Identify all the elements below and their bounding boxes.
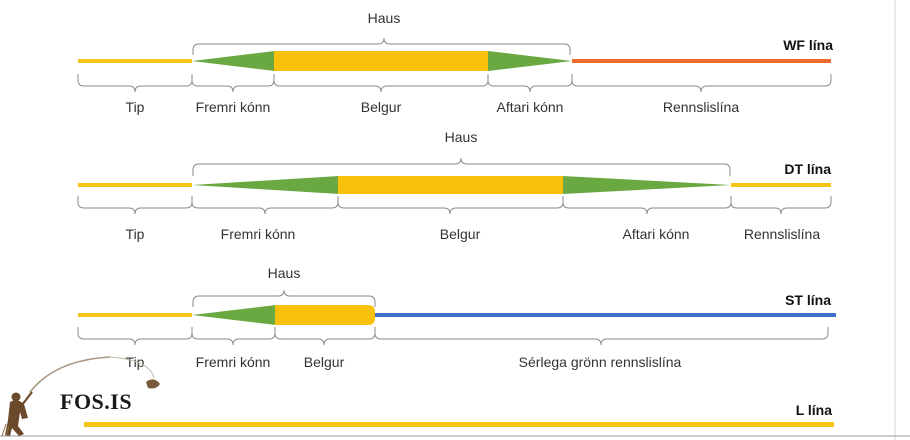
- st-line-group: Haus ST lína Tip Fremri kónn Belgur Sérl…: [77, 265, 836, 370]
- dt-rear-taper-label: Aftari kónn: [623, 226, 690, 242]
- st-running-line: [375, 313, 836, 317]
- l-line-group: L lína: [84, 402, 834, 427]
- st-front-taper: [192, 305, 276, 325]
- st-tip-segment: [78, 313, 192, 317]
- wf-front-taper: [192, 51, 275, 71]
- wf-belly-label: Belgur: [361, 99, 402, 115]
- dt-tip-label: Tip: [126, 226, 145, 242]
- fos-logo: FOS.IS: [1, 356, 160, 437]
- wf-running-line: [572, 59, 831, 63]
- dt-belly-brace: [337, 196, 564, 215]
- dt-tip-brace: [77, 196, 193, 215]
- wf-running-label: Rennslislína: [663, 99, 739, 115]
- fos-logo-text: FOS.IS: [60, 389, 132, 414]
- st-belly-segment: [275, 305, 375, 325]
- l-line-title: L lína: [796, 402, 833, 418]
- st-head-brace: [192, 289, 376, 307]
- dt-running-line: [731, 183, 831, 187]
- dt-belly-segment: [338, 176, 563, 194]
- l-line-segment: [84, 422, 834, 427]
- wf-front-taper-label: Fremri kónn: [196, 99, 271, 115]
- dt-belly-label: Belgur: [440, 226, 481, 242]
- wf-rear-taper-brace: [487, 74, 573, 93]
- wf-line-title: WF lína: [783, 37, 833, 53]
- dt-rear-taper-brace: [562, 196, 732, 215]
- st-tip-brace: [77, 327, 193, 346]
- dt-line-group: Haus DT lína Tip Fremri kónn Belgur Afta…: [77, 129, 832, 242]
- dt-front-taper-brace: [191, 196, 339, 215]
- dt-front-taper-label: Fremri kónn: [221, 226, 296, 242]
- wf-head-brace: [192, 37, 571, 55]
- st-front-taper-label: Fremri kónn: [196, 354, 271, 370]
- wf-head-label: Haus: [368, 10, 401, 26]
- dt-line-title: DT lína: [784, 161, 831, 177]
- dt-running-brace: [730, 196, 832, 215]
- dt-running-label: Rennslislína: [744, 226, 820, 242]
- st-running-label: Sérlega grönn rennslislína: [519, 354, 682, 370]
- wf-running-brace: [571, 74, 832, 93]
- wf-rear-taper: [488, 51, 572, 71]
- wf-belly-brace: [273, 74, 489, 93]
- st-belly-brace: [274, 327, 376, 346]
- wf-rear-taper-label: Aftari kónn: [497, 99, 564, 115]
- st-running-brace: [374, 327, 829, 346]
- st-head-label: Haus: [268, 265, 301, 281]
- dt-front-taper: [192, 176, 339, 194]
- st-front-taper-brace: [191, 327, 276, 346]
- wf-line-group: Haus WF lína Tip Fremri kónn Belgur Afta…: [77, 10, 833, 115]
- dt-head-label: Haus: [445, 129, 478, 145]
- dt-tip-segment: [78, 183, 192, 187]
- fisherman-icon: [1, 356, 160, 437]
- wf-belly-segment: [274, 51, 488, 71]
- wf-tip-brace: [77, 74, 193, 93]
- st-line-title: ST lína: [785, 292, 831, 308]
- st-belly-label: Belgur: [304, 354, 345, 370]
- wf-front-taper-brace: [191, 74, 275, 93]
- wf-tip-segment: [78, 59, 192, 63]
- dt-head-brace: [192, 157, 731, 176]
- st-tip-label: Tip: [126, 354, 145, 370]
- wf-tip-label: Tip: [126, 99, 145, 115]
- dt-rear-taper: [563, 176, 731, 194]
